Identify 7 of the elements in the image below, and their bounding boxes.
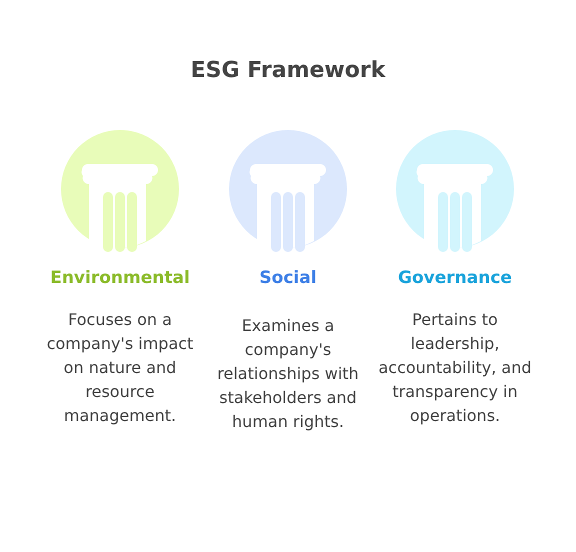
pillar-heading: Environmental xyxy=(50,267,190,290)
pillar-description: Focuses on a company's impact on nature and resource management. xyxy=(46,309,194,427)
title: ESG Framework xyxy=(190,57,386,85)
pillar-heading: Governance xyxy=(398,267,512,290)
pillar-description: Pertains to leadership, accountability, and transparency in operations. xyxy=(377,309,533,427)
pillar-description: Examines a company's relationships with stakeholders and human rights. xyxy=(216,315,360,433)
pillar-heading: Social xyxy=(259,267,317,290)
